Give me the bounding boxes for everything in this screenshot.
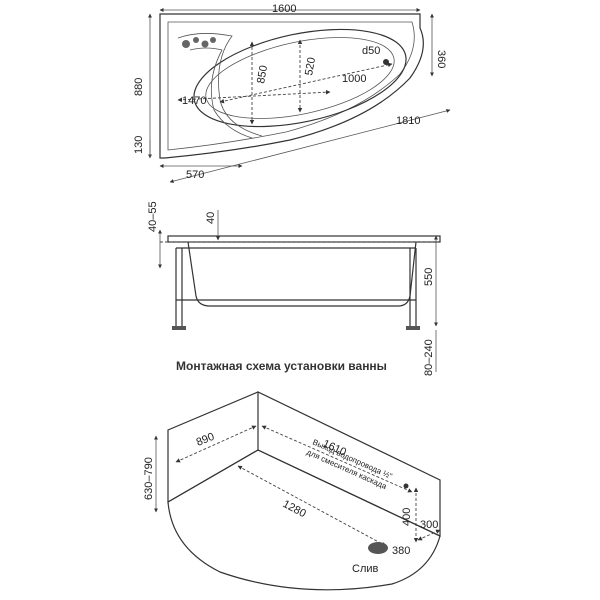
dim-right-depth: 360	[435, 50, 447, 68]
dim-wall-890: 890	[195, 431, 217, 449]
dim-diag: 1810	[396, 115, 420, 127]
dim-380: 380	[392, 545, 410, 557]
drain-label: Слив	[352, 563, 379, 575]
dim-bottom-570: 570	[186, 169, 204, 181]
side-view: 40–55 40 550 80–240	[147, 201, 441, 376]
dim-rim-40: 40	[205, 212, 217, 224]
dim-rim: 40–55	[147, 201, 159, 232]
dim-520: 520	[303, 56, 318, 76]
dim-inner-len: 1000	[342, 73, 366, 85]
dim-drain: d50	[362, 45, 380, 57]
dim-1280: 1280	[281, 498, 308, 520]
installation-view: 890 1610 Выход водопровода ½" для смесит…	[143, 391, 441, 591]
tub-basin-side	[187, 241, 417, 307]
faucet-icons	[182, 37, 216, 48]
tub-rim-side	[167, 235, 441, 243]
diagram-caption: Монтажная схема установки ванны	[176, 359, 387, 373]
dim-height: 550	[423, 268, 435, 286]
foot-right	[406, 326, 420, 330]
dim-total-depth: 880	[133, 78, 145, 96]
headrest-swirl	[177, 33, 263, 137]
left-wall	[167, 391, 259, 504]
dim-left-130: 130	[133, 136, 145, 154]
foot-left	[172, 326, 186, 330]
top-view: 1600 360 880 850 520 d50 1000 1470 1810 …	[133, 3, 451, 184]
dim-inner-depth: 850	[255, 64, 270, 84]
drain-hole-icon	[383, 59, 389, 65]
dim-300: 300	[420, 519, 438, 531]
dim-400: 400	[401, 508, 413, 526]
dim-install-height: 630–790	[143, 457, 155, 500]
dim-width: 1600	[272, 3, 296, 15]
dim-legs: 80–240	[423, 339, 435, 376]
drain-icon	[368, 542, 388, 554]
dim-1470: 1470	[182, 95, 206, 107]
floor-outline	[167, 449, 441, 591]
water-outlet-icon	[403, 483, 409, 489]
